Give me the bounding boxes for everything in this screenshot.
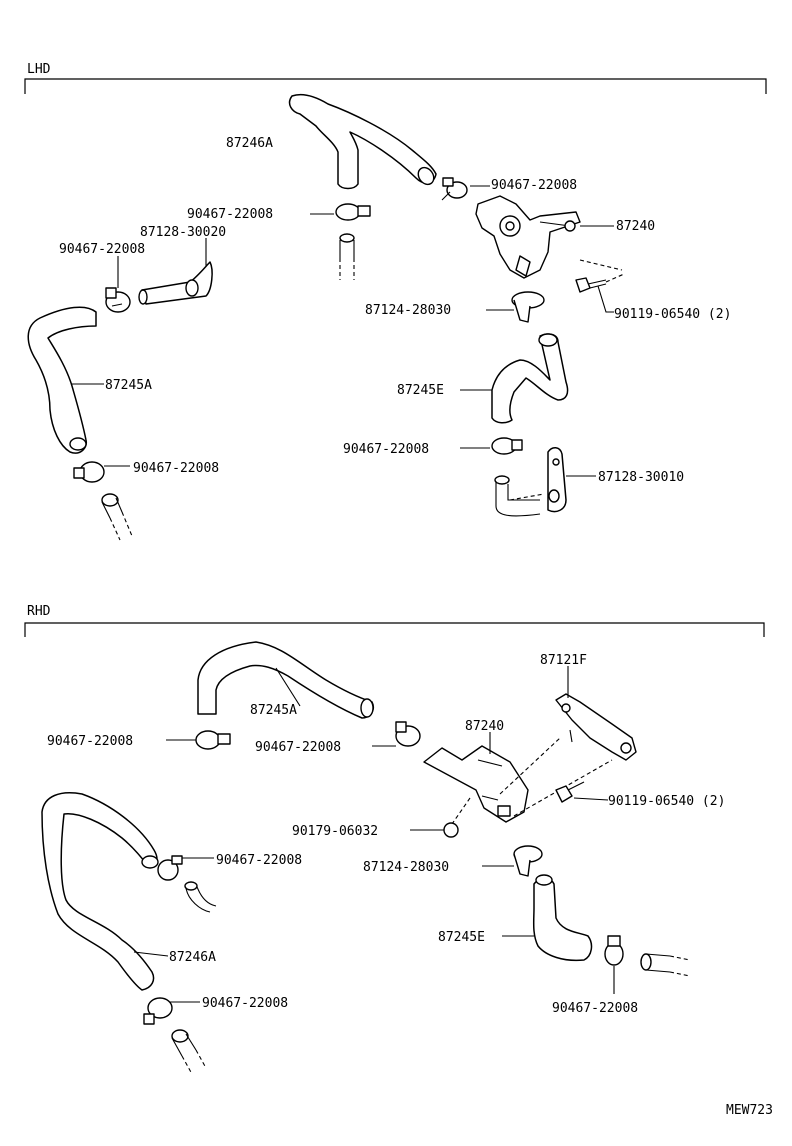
rhd-callout-87246a: 87246A	[169, 950, 216, 965]
lhd-callout-87128-30010: 87128-30010	[598, 470, 684, 485]
lhd-hose-clamp-5	[73, 461, 105, 483]
rhd-section-frame	[24, 622, 765, 637]
lhd-callout-90467-c: 90467-22008	[59, 242, 145, 257]
rhd-hose-clamp-5	[143, 997, 173, 1025]
rhd-callout-87245e: 87245E	[438, 930, 485, 945]
lhd-pipe-87128-30010	[494, 447, 567, 517]
rhd-section: RHD	[24, 604, 765, 1075]
rhd-nut-90179	[443, 822, 459, 838]
lhd-fitting-87128-30020	[138, 261, 213, 305]
lhd-section-label: LHD	[27, 62, 51, 77]
rhd-callout-90179: 90179-06032	[292, 824, 378, 839]
rhd-hose-clamp-1	[195, 730, 231, 750]
rhd-bolt-90119	[555, 781, 585, 803]
lhd-callout-90467-b: 90467-22008	[491, 178, 577, 193]
rhd-pipe-elbow	[184, 881, 217, 913]
lhd-hose-clamp-3	[105, 287, 131, 313]
rhd-bracket-87121f	[555, 693, 637, 761]
rhd-callout-90467-c: 90467-22008	[216, 853, 302, 868]
lhd-callout-90467-d: 90467-22008	[343, 442, 429, 457]
rhd-hose-87245a	[197, 641, 374, 719]
rhd-callout-90467-a: 90467-22008	[47, 734, 133, 749]
lhd-hose-clamp-4	[491, 437, 523, 455]
rhd-hose-87246a	[41, 792, 159, 991]
figure-code: MEW723	[726, 1103, 773, 1118]
lhd-hose-87246a	[288, 93, 437, 190]
lhd-callout-87245e: 87245E	[397, 383, 444, 398]
rhd-callouts: 87121F 87245A 87240 90467-22008 90467-22…	[47, 653, 725, 1016]
rhd-clip-87124	[513, 845, 543, 877]
rhd-callout-87121f: 87121F	[540, 653, 587, 668]
lhd-callout-87240: 87240	[616, 219, 655, 234]
rhd-hose-clamp-3	[157, 855, 183, 881]
rhd-hose-87245e	[532, 874, 593, 962]
lhd-callout-90467-e: 90467-22008	[133, 461, 219, 476]
rhd-callout-87245a: 87245A	[250, 703, 297, 718]
rhd-pipe-right	[640, 953, 691, 977]
rhd-hose-clamp-4	[604, 935, 624, 966]
rhd-callout-87124: 87124-28030	[363, 860, 449, 875]
rhd-water-valve-87240	[423, 745, 529, 823]
lhd-section: LHD	[24, 62, 767, 541]
lhd-hose-87245a	[27, 306, 97, 454]
rhd-hose-clamp-2	[395, 721, 421, 747]
rhd-pipe-lower-left	[171, 1029, 207, 1075]
lhd-pipe-stub	[339, 233, 355, 280]
lhd-hose-clamp-2	[335, 203, 371, 221]
lhd-callout-90467-a: 90467-22008	[187, 207, 273, 222]
lhd-clip-87124	[511, 291, 545, 323]
lhd-section-frame	[24, 78, 767, 94]
lhd-hose-clamp-1	[441, 177, 468, 201]
rhd-callout-90119: 90119-06540 (2)	[608, 794, 725, 809]
rhd-callout-90467-d: 90467-22008	[202, 996, 288, 1011]
lhd-callout-90119: 90119-06540 (2)	[614, 307, 731, 322]
lhd-callouts: 87246A 90467-22008 90467-22008 87240 871…	[59, 136, 731, 485]
lhd-bolt-90119	[575, 259, 625, 293]
lhd-callout-87128-30020: 87128-30020	[140, 225, 226, 240]
rhd-section-label: RHD	[27, 604, 51, 619]
lhd-water-valve-87240	[475, 195, 581, 279]
rhd-callout-87240: 87240	[465, 719, 504, 734]
lhd-pipe-lower-left	[101, 493, 133, 541]
lhd-callout-87124: 87124-28030	[365, 303, 451, 318]
lhd-callout-87245a: 87245A	[105, 378, 152, 393]
rhd-callout-90467-e: 90467-22008	[552, 1001, 638, 1016]
lhd-hose-87245e	[491, 333, 569, 424]
lhd-callout-87246a: 87246A	[226, 136, 273, 151]
rhd-callout-90467-b: 90467-22008	[255, 740, 341, 755]
